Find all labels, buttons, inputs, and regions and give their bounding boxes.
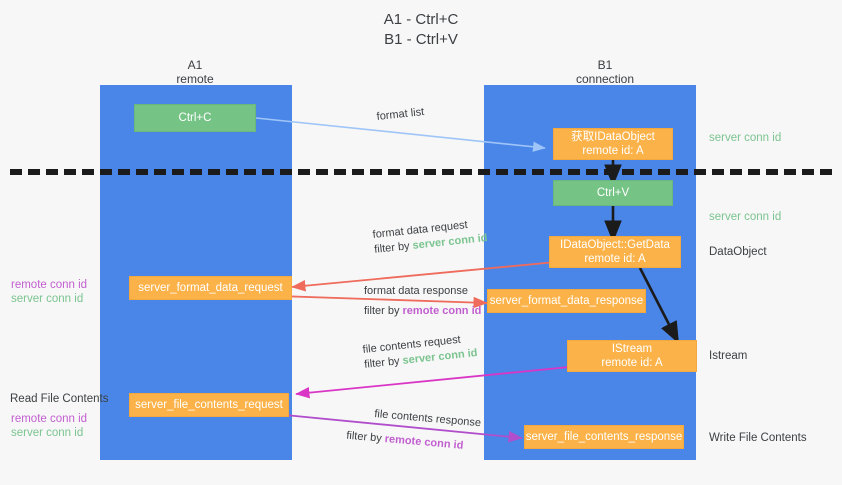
right-label-dataobject: DataObject [709, 246, 767, 258]
node-istream-line2: remote id: A [601, 357, 663, 369]
title-line-2: B1 - Ctrl+V [384, 31, 458, 48]
right-label-write-file-contents: Write File Contents [709, 432, 807, 444]
edge-label-file-contents-response-title: file contents response [373, 407, 482, 430]
filter-prefix: filter by [363, 354, 404, 371]
node-ctrl-c[interactable]: Ctrl+C [134, 104, 256, 132]
edge-label-file-contents-response: file contents response filter by remote … [346, 407, 482, 455]
node-server-file-contents-request[interactable]: server_file_contents_request [129, 393, 289, 417]
edge-label-format-data-request: format data request filter by server con… [372, 216, 488, 258]
node-istream[interactable]: IStream remote id: A [567, 340, 697, 372]
node-ctrl-v[interactable]: Ctrl+V [553, 180, 673, 206]
node-ctrl-v-label: Ctrl+V [596, 187, 630, 199]
filter-key-remote-conn-id: remote conn id [384, 432, 464, 452]
column-header-b1: B1 connection [540, 58, 670, 86]
column-b1-name: B1 [597, 58, 613, 72]
phase-divider [10, 169, 832, 175]
filter-prefix: filter by [345, 429, 386, 445]
node-server-file-contents-response-label: server_file_contents_response [525, 431, 683, 443]
node-server-format-data-response[interactable]: server_format_data_response [487, 289, 646, 313]
column-a1-role: remote [176, 72, 214, 86]
left-label-remote-conn-id-1: remote conn id [11, 279, 88, 291]
column-header-a1: A1 remote [130, 58, 260, 86]
column-b1-role: connection [575, 72, 635, 86]
column-a1-name: A1 [187, 58, 203, 72]
node-get-idataobject-line1: 获取IDataObject [571, 131, 655, 143]
filter-key-remote-conn-id: remote conn id [402, 305, 482, 317]
edge-label-format-list: format list [376, 106, 425, 123]
node-istream-line1: IStream [611, 343, 653, 355]
node-server-file-contents-response[interactable]: server_file_contents_response [524, 425, 684, 449]
right-label-server-conn-id-2: server conn id [709, 211, 782, 223]
edge-label-format-data-response-title: format data response [364, 285, 468, 297]
node-get-idataobject-line2: remote id: A [582, 145, 644, 157]
edge-label-file-contents-response-filter: filter by remote conn id [346, 429, 480, 456]
node-server-format-data-request[interactable]: server_format_data_request [129, 276, 292, 300]
node-ctrl-c-label: Ctrl+C [178, 112, 212, 124]
edge-label-format-data-response-filter: filter by remote conn id [364, 304, 481, 319]
filter-prefix: filter by [364, 305, 403, 317]
left-label-server-conn-id-1: server conn id [11, 293, 84, 305]
left-label-read-file-contents: Read File Contents [10, 393, 109, 405]
diagram-title: A1 - Ctrl+C B1 - Ctrl+V [0, 10, 842, 50]
node-server-format-data-response-label: server_format_data_response [489, 295, 644, 307]
right-label-istream: Istream [709, 350, 748, 362]
node-getdata-line2: remote id: A [584, 253, 646, 265]
left-label-server-conn-id-2: server conn id [11, 427, 84, 439]
node-server-format-data-request-label: server_format_data_request [138, 282, 283, 294]
title-line-1: A1 - Ctrl+C [383, 11, 459, 28]
node-server-file-contents-request-label: server_file_contents_request [135, 399, 283, 411]
edge-label-file-contents-request: file contents request filter by server c… [362, 331, 478, 373]
node-getdata-line1: IDataObject::GetData [560, 239, 670, 251]
edge-label-format-data-response: format data response filter by remote co… [364, 284, 481, 319]
left-label-remote-conn-id-2: remote conn id [11, 413, 88, 425]
filter-prefix: filter by [373, 239, 414, 256]
node-idataobject-getdata[interactable]: IDataObject::GetData remote id: A [549, 236, 681, 268]
right-label-server-conn-id-1: server conn id [709, 132, 782, 144]
node-get-idataobject[interactable]: 获取IDataObject remote id: A [553, 128, 673, 160]
